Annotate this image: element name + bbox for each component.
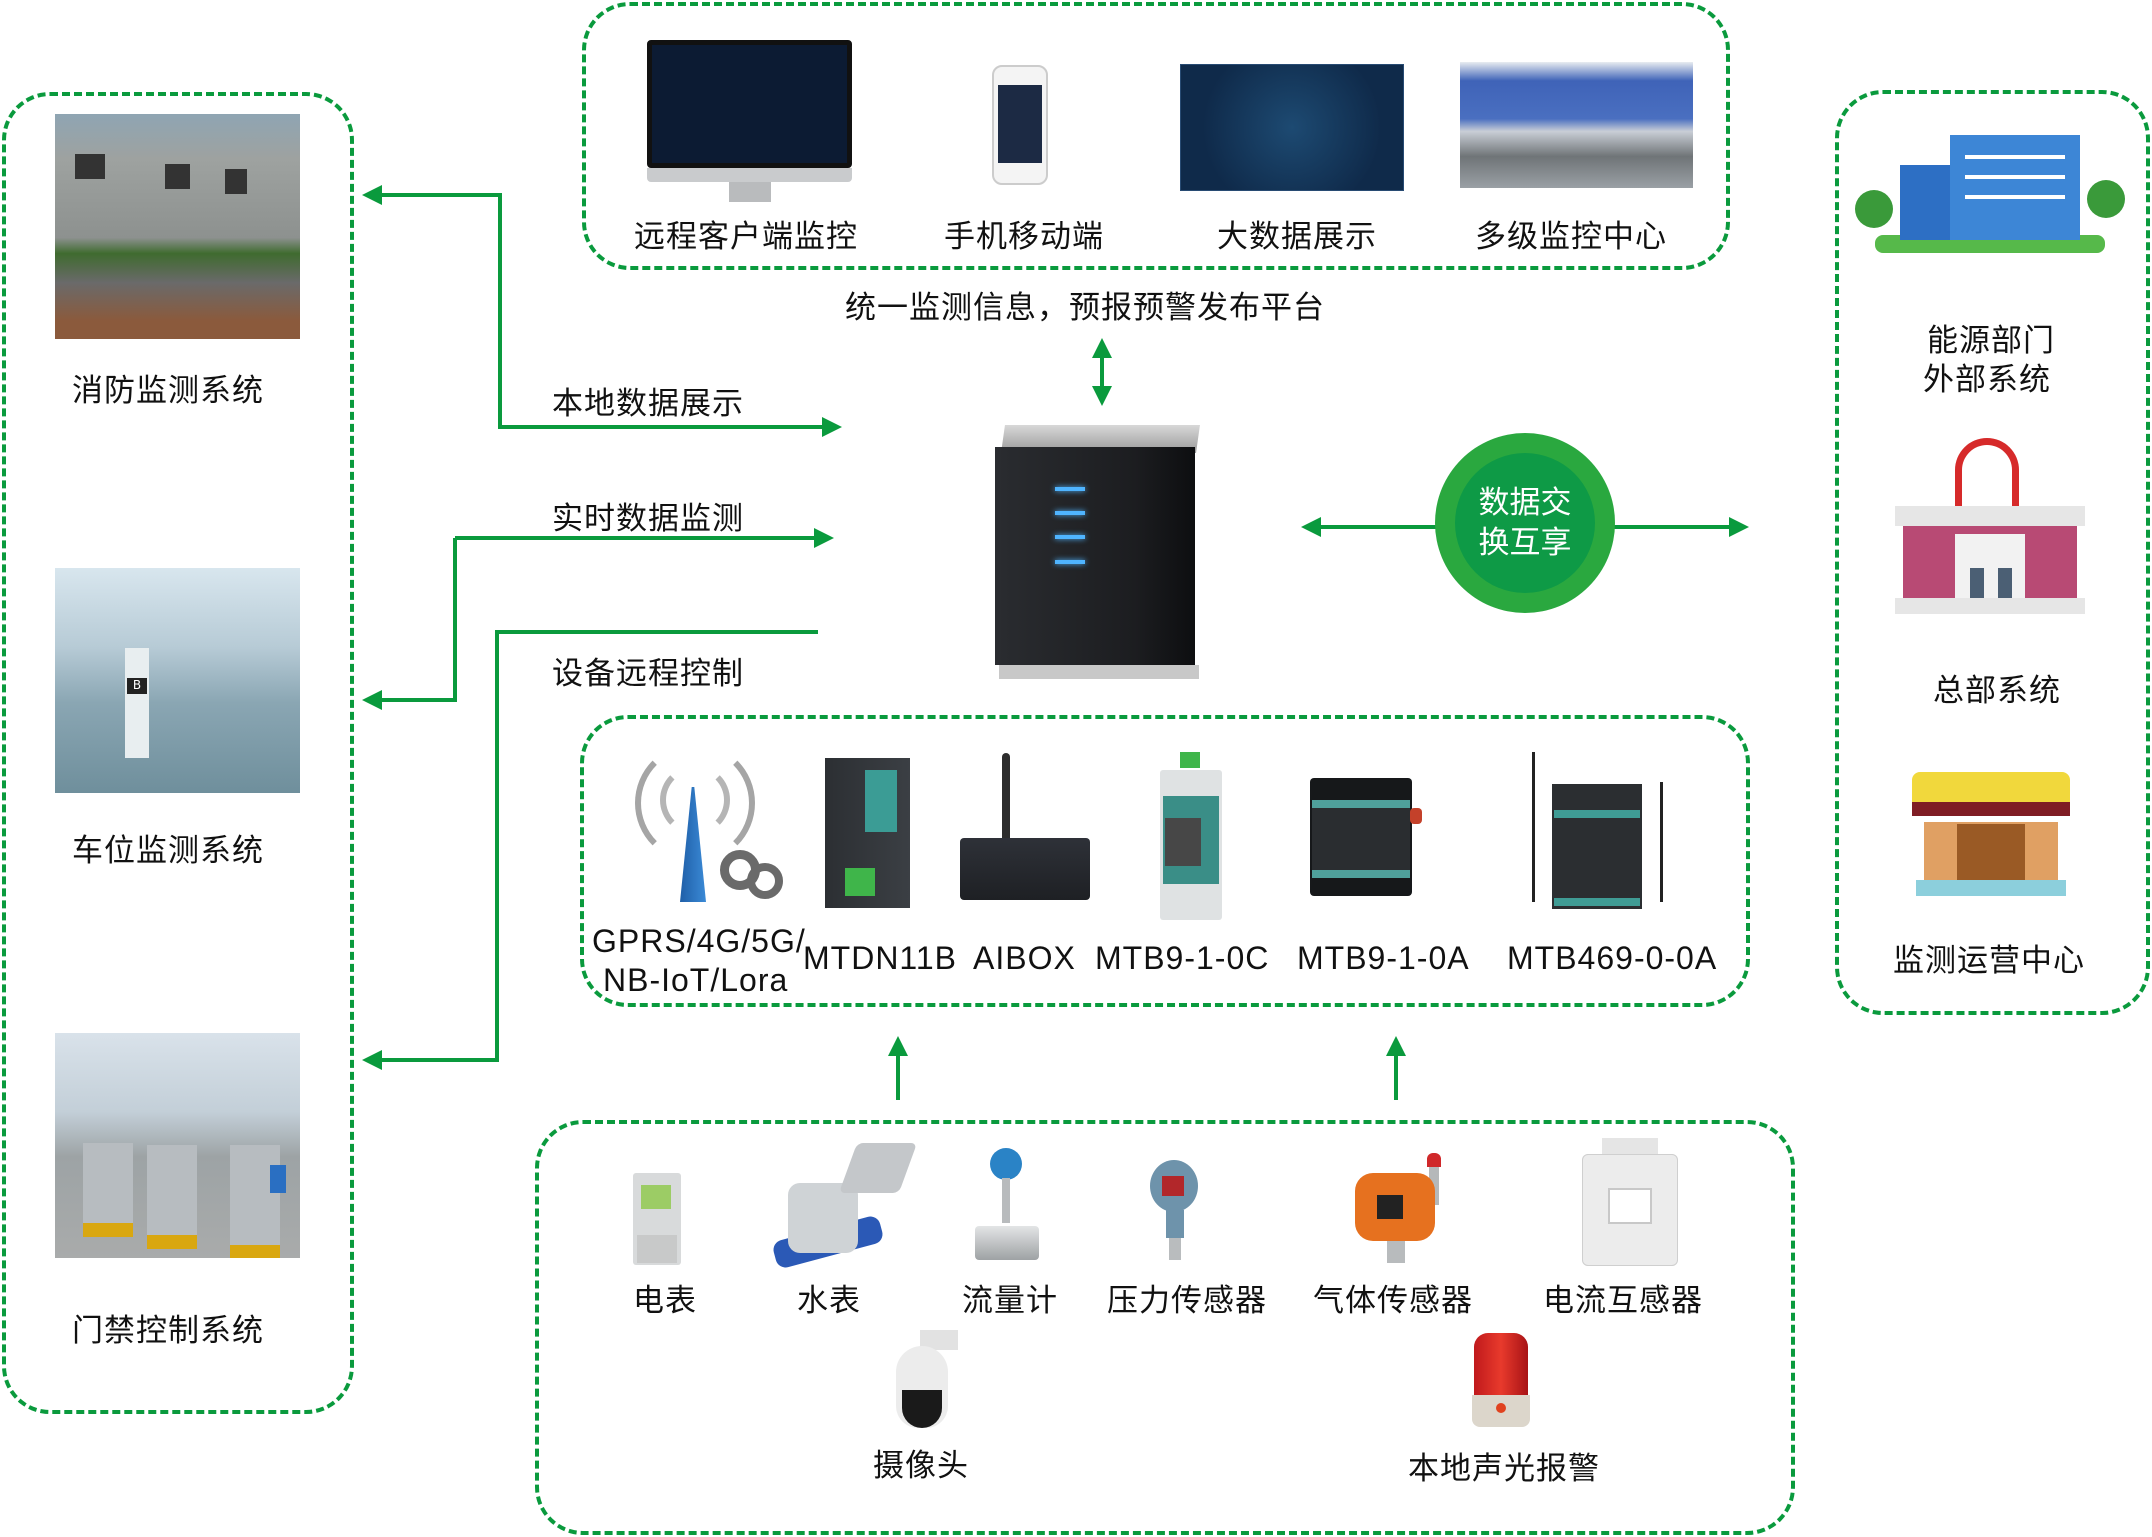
gateway-label-mtb469-0-0a: MTB469-0-0A [1507,940,1718,976]
flow-label-local-display: 本地数据展示 [552,386,744,422]
bigdata-dashboard-icon [1180,64,1404,191]
desktop-monitor-icon [647,40,852,205]
access-control-photo [55,1033,300,1258]
gateway-label-mtdn11b: MTDN11B [803,940,957,976]
sensor-label-gas: 气体传感器 [1313,1283,1473,1319]
control-center-photo [1460,62,1693,188]
current-transformer-icon [1582,1138,1678,1268]
energy-dept-label-1: 能源部门 [1927,323,2055,359]
gateway-label-network-2: NB-IoT/Lora [603,962,789,998]
sensor-label-pressure: 压力传感器 [1107,1283,1267,1319]
gateway-label-mtb9-1-0a: MTB9-1-0A [1297,940,1470,976]
headquarters-label: 总部系统 [1933,673,2061,709]
data-exchange-line1: 数据交 [1478,485,1572,521]
sensor-label-electric-meter: 电表 [633,1283,697,1319]
smartphone-icon [992,65,1048,185]
arrow-realtime-to-parking [362,538,457,710]
dome-camera-icon [890,1330,962,1432]
gateway-label-aibox: AIBOX [973,940,1076,976]
gateway-label-mtb9-1-0c: MTB9-1-0C [1095,940,1270,976]
left-systems-group [2,92,354,1414]
gateway-label-network-1: GPRS/4G/5G/ [592,923,806,959]
parking-monitoring-label: 车位监测系统 [72,833,264,869]
alarm-beacon-icon [1472,1333,1530,1433]
pressure-sensor-icon [1150,1160,1210,1262]
lora-collector-icon [1310,778,1425,900]
fire-monitoring-photo [55,114,300,339]
gas-sensor-icon [1335,1153,1445,1265]
parking-monitoring-photo: B [55,568,300,793]
office-building-icon [1855,110,2125,260]
platform-item-control-center: 多级监控中心 [1475,219,1667,255]
din-rail-gateway-icon [825,758,910,908]
flow-label-realtime: 实时数据监测 [552,501,744,537]
platform-caption: 统一监测信息，预报预警发布平台 [845,290,1325,326]
sensor-label-current-transformer: 电流互感器 [1543,1283,1703,1319]
sensor-label-alarm: 本地声光报警 [1408,1451,1600,1487]
platform-item-mobile: 手机移动端 [944,219,1104,255]
operations-center-icon [1912,772,2070,912]
gateway-group [580,715,1750,1007]
server-icon [995,425,1210,685]
lora-concentrator-icon [1520,752,1675,912]
energy-dept-label-2: 外部系统 [1923,362,2051,398]
arrow-remote-control [362,630,818,1070]
ai-box-icon [960,753,1090,903]
flowmeter-icon [970,1148,1045,1268]
platform-item-bigdata: 大数据展示 [1217,219,1377,255]
flow-label-remote-control: 设备远程控制 [552,656,744,692]
platform-item-remote-client: 远程客户端监控 [634,219,858,255]
access-control-label: 门禁控制系统 [72,1313,264,1349]
sensor-group [535,1120,1795,1535]
din-module-icon [1160,752,1222,927]
data-exchange-badge-inner: 数据交 换互享 [1455,453,1595,593]
platform-group [582,2,1730,270]
operations-center-label: 监测运营中心 [1893,943,2085,979]
sensor-label-flowmeter: 流量计 [962,1283,1058,1319]
signal-tower-icon [625,735,785,910]
sensor-label-water-meter: 水表 [797,1283,861,1319]
water-meter-icon [771,1143,918,1270]
external-systems-group [1835,90,2150,1015]
headquarters-building-icon [1895,438,2085,633]
fire-monitoring-label: 消防监测系统 [72,373,264,409]
sensor-label-camera: 摄像头 [873,1448,969,1484]
electric-meter-icon [633,1173,681,1265]
data-exchange-line2: 换互享 [1478,525,1572,561]
